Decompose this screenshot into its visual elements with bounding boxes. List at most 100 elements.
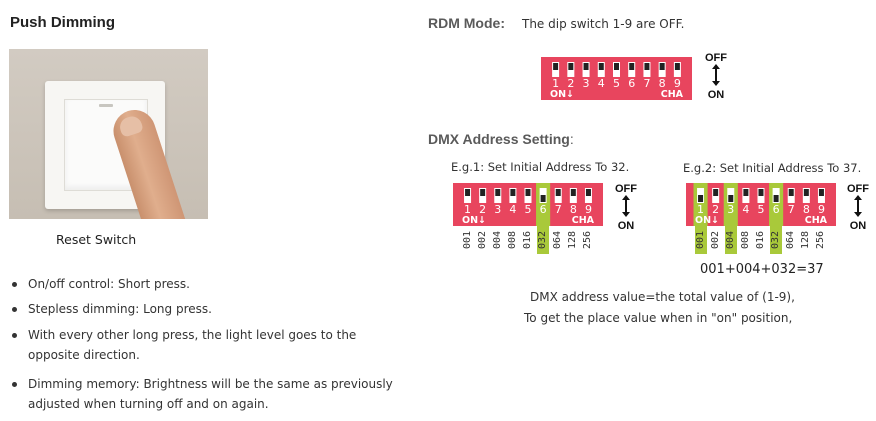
switch-number: 2	[567, 77, 574, 90]
switch-number: 4	[598, 77, 605, 90]
switch-knob-off	[585, 189, 591, 196]
switch-knob-off	[570, 189, 576, 196]
switch-knob-off	[788, 189, 794, 196]
on-direction-label: ON↓	[462, 215, 486, 226]
dmx-note-line1: DMX address value=the total value of (1-…	[530, 290, 795, 304]
switch-number: 9	[674, 77, 681, 90]
switch-number: 4	[509, 203, 516, 216]
place-value: 128	[567, 230, 579, 250]
up-down-arrow-icon	[854, 195, 862, 217]
example2-caption: E.g.2: Set Initial Address To 37.	[683, 161, 862, 175]
switch-number: 1	[464, 203, 471, 216]
switch-knob-on	[728, 195, 734, 202]
reset-switch-caption: Reset Switch	[56, 232, 137, 247]
bullet-text: Stepless dimming: Long press.	[28, 302, 212, 316]
place-value: 001	[694, 226, 707, 254]
switch-knob-off	[629, 63, 635, 70]
switch-number: 2	[712, 203, 719, 216]
bullet-text: On/off control: Short press.	[28, 277, 190, 291]
bullet-text: opposite direction.	[28, 348, 140, 362]
place-value: 064	[785, 230, 797, 250]
place-value: 064	[552, 230, 564, 250]
place-value: 256	[582, 230, 594, 250]
bullet-text: With every other long press, the light l…	[28, 328, 357, 342]
example1-caption: E.g.1: Set Initial Address To 32.	[451, 160, 630, 174]
switch-knob-on	[540, 195, 546, 202]
switch-knob-on	[698, 195, 704, 202]
switch-knob-off	[743, 189, 749, 196]
up-down-arrow-icon	[712, 64, 720, 86]
on-direction-label: ON↓	[695, 215, 719, 226]
indicator-led	[99, 104, 113, 107]
switch-knob-off	[480, 189, 486, 196]
off-label: OFF	[705, 52, 727, 64]
place-value: 032	[770, 226, 783, 254]
reset-switch-photo	[9, 49, 208, 219]
bullet-text: adjusted when turning off and on again.	[28, 397, 269, 411]
example2-sum: 001+004+032=37	[700, 262, 824, 277]
switch-highlight	[693, 183, 708, 226]
rdm-mode-label: RDM Mode:	[428, 15, 505, 31]
switch-knob-off	[598, 63, 604, 70]
off-label: OFF	[615, 183, 637, 195]
place-value: 008	[739, 230, 751, 250]
switch-knob-off	[568, 63, 574, 70]
switch-highlight	[723, 183, 738, 226]
switch-number: 6	[540, 203, 547, 216]
switch-knob-off	[525, 189, 531, 196]
cha-label: CHA	[661, 89, 684, 100]
switch-number: 3	[727, 203, 734, 216]
dmx-address-title: DMX Address Setting:	[428, 131, 574, 147]
switch-knob-off	[758, 189, 764, 196]
rdm-off-on-indicator: OFF ON	[701, 52, 731, 101]
switch-number: 5	[525, 203, 532, 216]
switch-knob-off	[495, 189, 501, 196]
switch-highlight	[769, 183, 784, 226]
switch-highlight	[536, 183, 551, 226]
switch-knob-off	[614, 63, 619, 70]
switch-number: 9	[585, 203, 592, 216]
place-value: 002	[476, 230, 488, 250]
place-value: 004	[491, 230, 503, 250]
switch-number: 8	[803, 203, 810, 216]
cha-label: CHA	[805, 215, 828, 226]
switch-knob-off	[659, 63, 665, 70]
on-label: ON	[849, 220, 867, 232]
switch-knob-off	[510, 189, 516, 196]
switch-number: 5	[758, 203, 765, 216]
up-down-arrow-icon	[622, 195, 630, 217]
switch-knob-off	[583, 63, 589, 70]
switch-number: 8	[659, 77, 666, 90]
switch-number: 6	[628, 77, 635, 90]
bullet-dot	[12, 333, 17, 338]
switch-number: 1	[697, 203, 704, 216]
place-value: 002	[709, 230, 721, 250]
switch-knob-on	[773, 195, 779, 202]
switch-number: 1	[552, 77, 559, 90]
on-direction-label: ON↓	[550, 89, 574, 100]
switch-number: 4	[742, 203, 749, 216]
switch-number: 6	[773, 203, 780, 216]
example2-off-on-indicator: OFF ON	[843, 183, 873, 232]
switch-knob-off	[465, 189, 471, 196]
switch-number: 9	[818, 203, 825, 216]
place-value: 128	[800, 230, 812, 250]
off-label: OFF	[847, 183, 869, 195]
switch-number: 5	[613, 77, 620, 90]
switch-knob-off	[803, 189, 809, 196]
switch-number: 2	[479, 203, 486, 216]
switch-number: 7	[643, 77, 650, 90]
switch-number: 3	[583, 77, 590, 90]
switch-knob-off	[713, 189, 719, 196]
switch-knob-off	[644, 63, 650, 70]
switch-knob-off	[818, 189, 824, 196]
dmx-title-text: DMX Address Setting	[428, 131, 570, 147]
